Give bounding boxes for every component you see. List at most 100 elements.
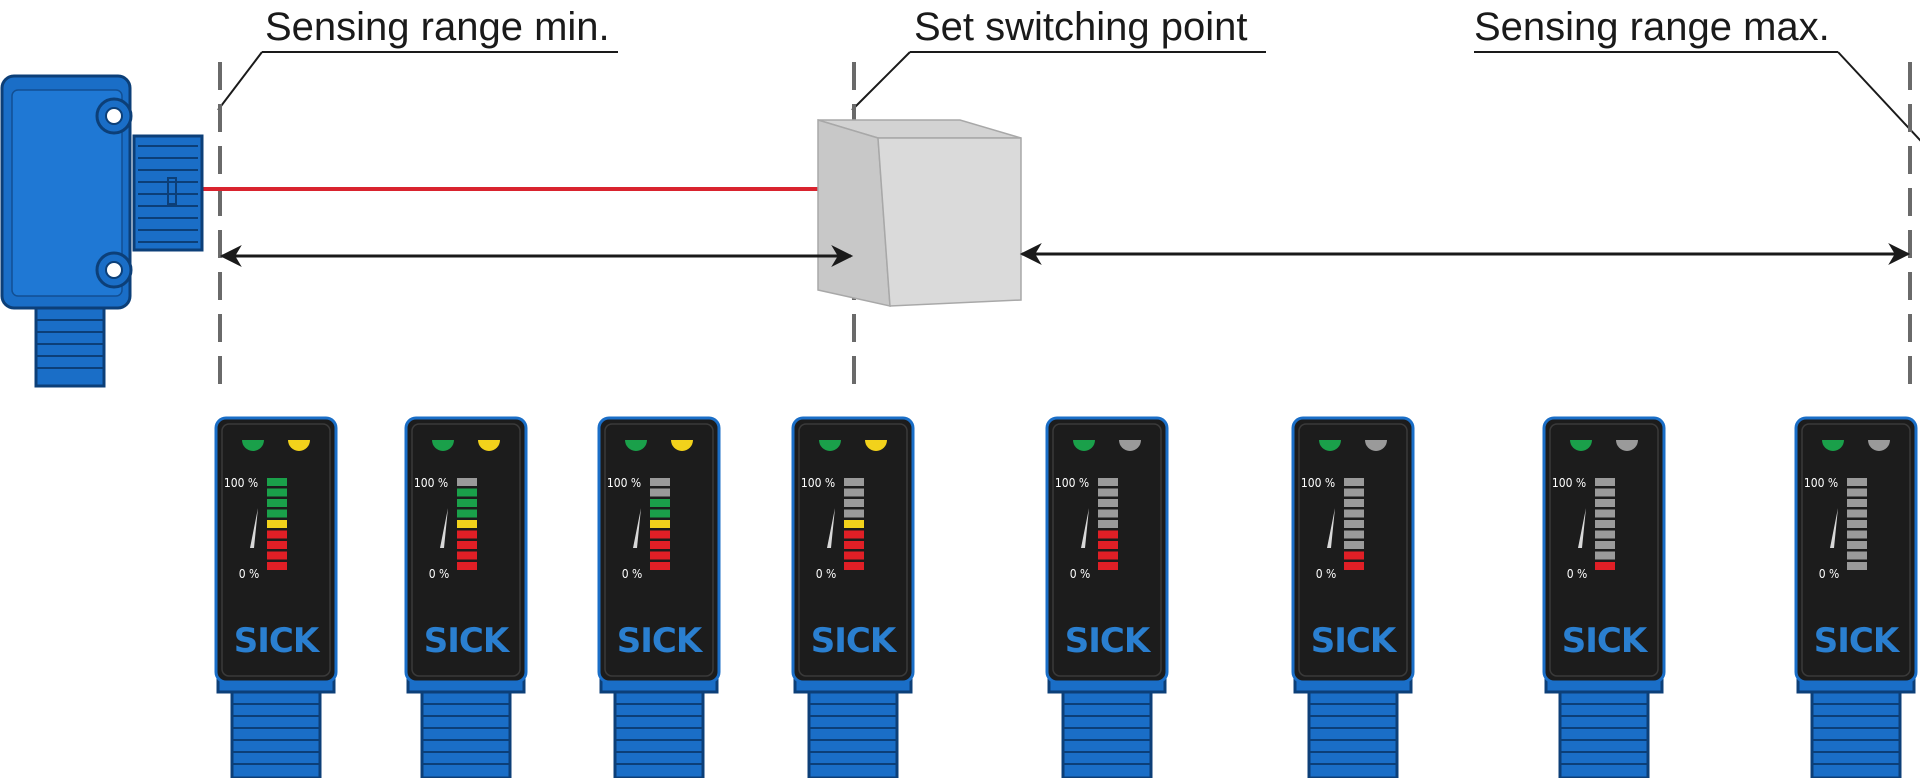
bar-segment bbox=[457, 541, 477, 549]
bar-segment bbox=[1098, 562, 1118, 570]
bar-segment bbox=[1595, 478, 1615, 486]
photoelectric-sensor bbox=[0, 74, 204, 388]
bar-segment bbox=[1847, 478, 1867, 486]
scale-top-label: 100 % bbox=[1301, 476, 1335, 490]
bar-segment bbox=[267, 530, 287, 539]
device-body bbox=[1542, 416, 1666, 684]
bar-segment bbox=[1847, 562, 1867, 570]
device-body bbox=[791, 416, 915, 684]
bar-segment bbox=[1595, 488, 1615, 497]
bar-segment bbox=[650, 562, 670, 570]
switch-point-text: Set switching point bbox=[914, 5, 1248, 49]
bar-segment bbox=[1847, 499, 1867, 507]
device-body bbox=[597, 416, 721, 684]
bar-segment bbox=[267, 509, 287, 518]
bar-segment bbox=[457, 488, 477, 497]
bar-segment bbox=[1595, 509, 1615, 518]
bar-segment bbox=[650, 530, 670, 539]
device-body bbox=[1291, 416, 1415, 684]
bar-segment bbox=[1847, 509, 1867, 518]
bar-segment bbox=[1344, 499, 1364, 507]
bar-segment bbox=[1344, 520, 1364, 528]
scale-bottom-label: 0 % bbox=[429, 567, 450, 581]
bar-segment bbox=[844, 530, 864, 539]
indicator-device: 100 %0 %SICK bbox=[214, 416, 338, 778]
label-switch-point: Set switching point bbox=[851, 5, 1266, 111]
brand-logo: SICK bbox=[1562, 621, 1649, 661]
label-range-max: Sensing range max. bbox=[1474, 5, 1920, 142]
bar-segment bbox=[650, 499, 670, 507]
device-body bbox=[1045, 416, 1169, 684]
device-body bbox=[404, 416, 528, 684]
bar-segment bbox=[1344, 530, 1364, 539]
bar-segment bbox=[1344, 478, 1364, 486]
scale-wedge-icon bbox=[1327, 508, 1335, 548]
scale-wedge-icon bbox=[250, 508, 258, 548]
bar-segment bbox=[844, 562, 864, 570]
status-led-output bbox=[865, 440, 887, 451]
bar-segment bbox=[267, 551, 287, 560]
bar-segment bbox=[1847, 551, 1867, 560]
indicator-device: 100 %0 %SICK bbox=[1045, 416, 1169, 778]
brand-logo: SICK bbox=[617, 621, 704, 661]
status-led-green bbox=[432, 440, 454, 451]
bar-segment bbox=[1847, 488, 1867, 497]
scale-top-label: 100 % bbox=[1552, 476, 1586, 490]
status-led-output bbox=[1616, 440, 1638, 451]
device-connector bbox=[1796, 668, 1916, 778]
bar-segment bbox=[1344, 562, 1364, 570]
bar-segment bbox=[457, 499, 477, 507]
bar-segment bbox=[1098, 488, 1118, 497]
indicator-device: 100 % 0 % SICK bbox=[1542, 416, 1666, 778]
indicator-devices: 100 % 0 % SICK 100 % 0 % SICK 100 % 0 % SICK 100 … bbox=[214, 416, 1918, 778]
scale-wedge-icon bbox=[633, 508, 641, 548]
brand-logo: SICK bbox=[1311, 621, 1398, 661]
device-connector bbox=[1544, 668, 1664, 778]
status-led-green bbox=[1073, 440, 1095, 451]
bar-segment bbox=[844, 551, 864, 560]
scale-bottom-label: 0 % bbox=[1819, 567, 1840, 581]
bar-segment bbox=[457, 562, 477, 570]
status-led-output bbox=[288, 440, 310, 451]
device-connector bbox=[1047, 668, 1167, 778]
target-object bbox=[817, 118, 1022, 307]
device-body bbox=[214, 416, 338, 684]
scale-wedge-icon bbox=[1578, 508, 1586, 548]
bar-segment bbox=[1098, 499, 1118, 507]
scale-top-label: 100 % bbox=[1055, 476, 1089, 490]
brand-logo: SICK bbox=[234, 621, 321, 661]
scale-bottom-label: 0 % bbox=[239, 567, 260, 581]
brand-logo: SICK bbox=[424, 621, 511, 661]
status-led-green bbox=[625, 440, 647, 451]
bar-segment bbox=[650, 509, 670, 518]
scale-wedge-icon bbox=[827, 508, 835, 548]
status-led-green bbox=[1822, 440, 1844, 451]
indicator-device: 100 %0 %SICK bbox=[597, 416, 721, 778]
bar-segment bbox=[267, 562, 287, 570]
status-led-output bbox=[1868, 440, 1890, 451]
bar-segment bbox=[1098, 478, 1118, 486]
bar-segment bbox=[457, 509, 477, 518]
bar-segment bbox=[1595, 499, 1615, 507]
scale-top-label: 100 % bbox=[607, 476, 641, 490]
scale-top-label: 100 % bbox=[1804, 476, 1838, 490]
indicator-device: 100 %0 %SICK bbox=[1794, 416, 1918, 778]
brand-logo: SICK bbox=[1065, 621, 1152, 661]
bar-segment bbox=[650, 488, 670, 497]
indicator-device: 100 %0 %SICK bbox=[791, 416, 915, 778]
bar-segment bbox=[844, 541, 864, 549]
device-connector bbox=[599, 668, 719, 778]
bar-segment bbox=[1595, 541, 1615, 549]
scale-wedge-icon bbox=[440, 508, 448, 548]
device-connector bbox=[216, 668, 336, 778]
bar-segment bbox=[1595, 520, 1615, 528]
bar-segment bbox=[844, 520, 864, 528]
indicator-device: 100 %0 %SICK bbox=[404, 416, 528, 778]
status-led-green bbox=[242, 440, 264, 451]
bar-segment bbox=[650, 541, 670, 549]
bar-segment bbox=[1595, 562, 1615, 570]
bar-segment bbox=[1344, 509, 1364, 518]
bar-segment bbox=[1595, 551, 1615, 560]
scale-bottom-label: 0 % bbox=[1567, 567, 1588, 581]
status-led-output bbox=[1119, 440, 1141, 451]
